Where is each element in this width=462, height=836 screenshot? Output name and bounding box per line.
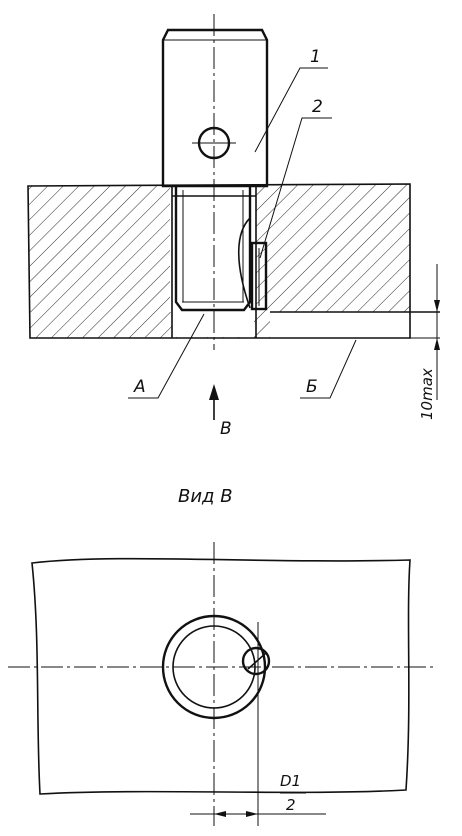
pin-circle bbox=[241, 646, 271, 676]
label-dim-numerator: D1 bbox=[280, 772, 301, 790]
plan-view: D1 2 bbox=[8, 542, 436, 826]
bore bbox=[172, 187, 254, 337]
section-view: 1 2 А Б В 10max bbox=[27, 14, 440, 439]
view-title: Вид В bbox=[178, 486, 233, 507]
bore-outer-circle bbox=[161, 614, 267, 720]
dim-arrow-bottom bbox=[434, 338, 440, 350]
label-surface-b: Б bbox=[306, 377, 318, 397]
leader-a bbox=[128, 313, 205, 399]
pin-slot bbox=[247, 652, 267, 670]
dim-d1-arrow-right bbox=[246, 811, 258, 817]
plan-outline bbox=[31, 557, 411, 795]
pin-pocket-curve bbox=[237, 217, 251, 309]
leader-1 bbox=[254, 67, 328, 153]
label-part-1: 1 bbox=[310, 47, 321, 67]
leader-2 bbox=[259, 117, 332, 259]
label-point-a: А bbox=[133, 377, 146, 397]
label-view-arrow: В bbox=[220, 419, 232, 439]
dim-arrow-top bbox=[434, 300, 440, 312]
dim-d1-arrow-left bbox=[214, 811, 226, 817]
screw-head bbox=[161, 28, 269, 188]
label-dim-10max: 10max bbox=[418, 368, 436, 420]
screw-shank bbox=[174, 186, 252, 312]
bore-inner-circle bbox=[172, 625, 256, 709]
pin bbox=[250, 241, 268, 311]
leader-b bbox=[300, 339, 357, 399]
label-dim-denominator: 2 bbox=[286, 796, 296, 814]
plate-hatch bbox=[28, 184, 410, 338]
view-arrow-head bbox=[209, 384, 219, 400]
label-part-2: 2 bbox=[312, 97, 323, 117]
